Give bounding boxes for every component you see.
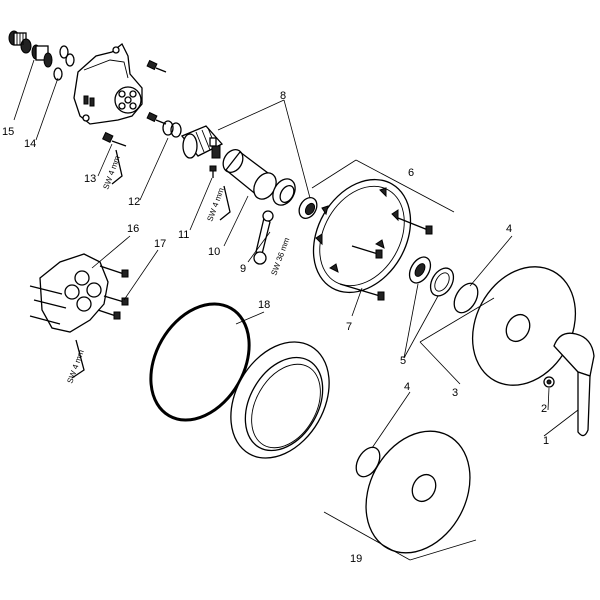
part-8-cartridge <box>180 125 224 178</box>
part-18-extension-ring <box>230 341 330 459</box>
callout-1: 1 <box>543 435 549 447</box>
callout-13: 13 <box>84 173 96 185</box>
callout-2: 2 <box>541 403 547 415</box>
callout-18: 18 <box>258 299 270 311</box>
part-19-rosette <box>365 430 471 554</box>
callout-6: 6 <box>408 167 414 179</box>
callout-16: 16 <box>127 223 139 235</box>
tool-label-sw36-9: SW 36 mm <box>269 236 291 277</box>
part-14-check-valve <box>31 44 75 81</box>
callout-4-lower: 4 <box>404 381 410 393</box>
part-15-connector <box>8 30 32 54</box>
callout-4-upper: 4 <box>506 223 512 235</box>
allen-key-13 <box>111 149 123 185</box>
callout-14: 14 <box>24 138 36 150</box>
part-9-nut <box>272 178 318 219</box>
part-1-lever-handle <box>553 332 595 437</box>
callout-7: 7 <box>346 321 352 333</box>
callout-15: 15 <box>2 126 14 138</box>
callout-9: 9 <box>240 263 246 275</box>
screw-mid <box>146 111 167 125</box>
part-16-rough-body <box>29 253 109 333</box>
allen-key-11 <box>219 185 231 221</box>
part-12-o-rings <box>162 120 182 138</box>
part-10-sleeve <box>222 149 277 200</box>
part-2-set-screw <box>543 376 555 388</box>
tool-label-sw4-13: SW 4 mm <box>101 154 122 190</box>
screw-top <box>146 59 167 73</box>
callout-19: 19 <box>350 553 362 565</box>
callout-12: 12 <box>128 196 140 208</box>
wrench-36mm <box>253 210 274 265</box>
plate-screw-lower <box>339 283 385 301</box>
valve-body <box>73 42 143 125</box>
part-4-o-ring-upper <box>453 282 479 314</box>
part-17-screws <box>97 265 129 320</box>
callout-8: 8 <box>280 90 286 102</box>
plate-screw-middle <box>351 245 383 259</box>
callout-5: 5 <box>400 355 406 367</box>
part-6-mounting-plate <box>312 178 412 294</box>
part-13-screw <box>102 131 127 147</box>
allen-key-16 <box>71 339 85 379</box>
leader-lines <box>13 59 579 561</box>
callout-3: 3 <box>452 387 458 399</box>
plate-screw-upper <box>397 217 433 235</box>
callout-10: 10 <box>208 246 220 258</box>
part-3-escutcheon <box>471 266 577 386</box>
callout-11: 11 <box>178 229 189 241</box>
part-5-clips <box>408 256 455 297</box>
callout-17: 17 <box>154 238 166 250</box>
